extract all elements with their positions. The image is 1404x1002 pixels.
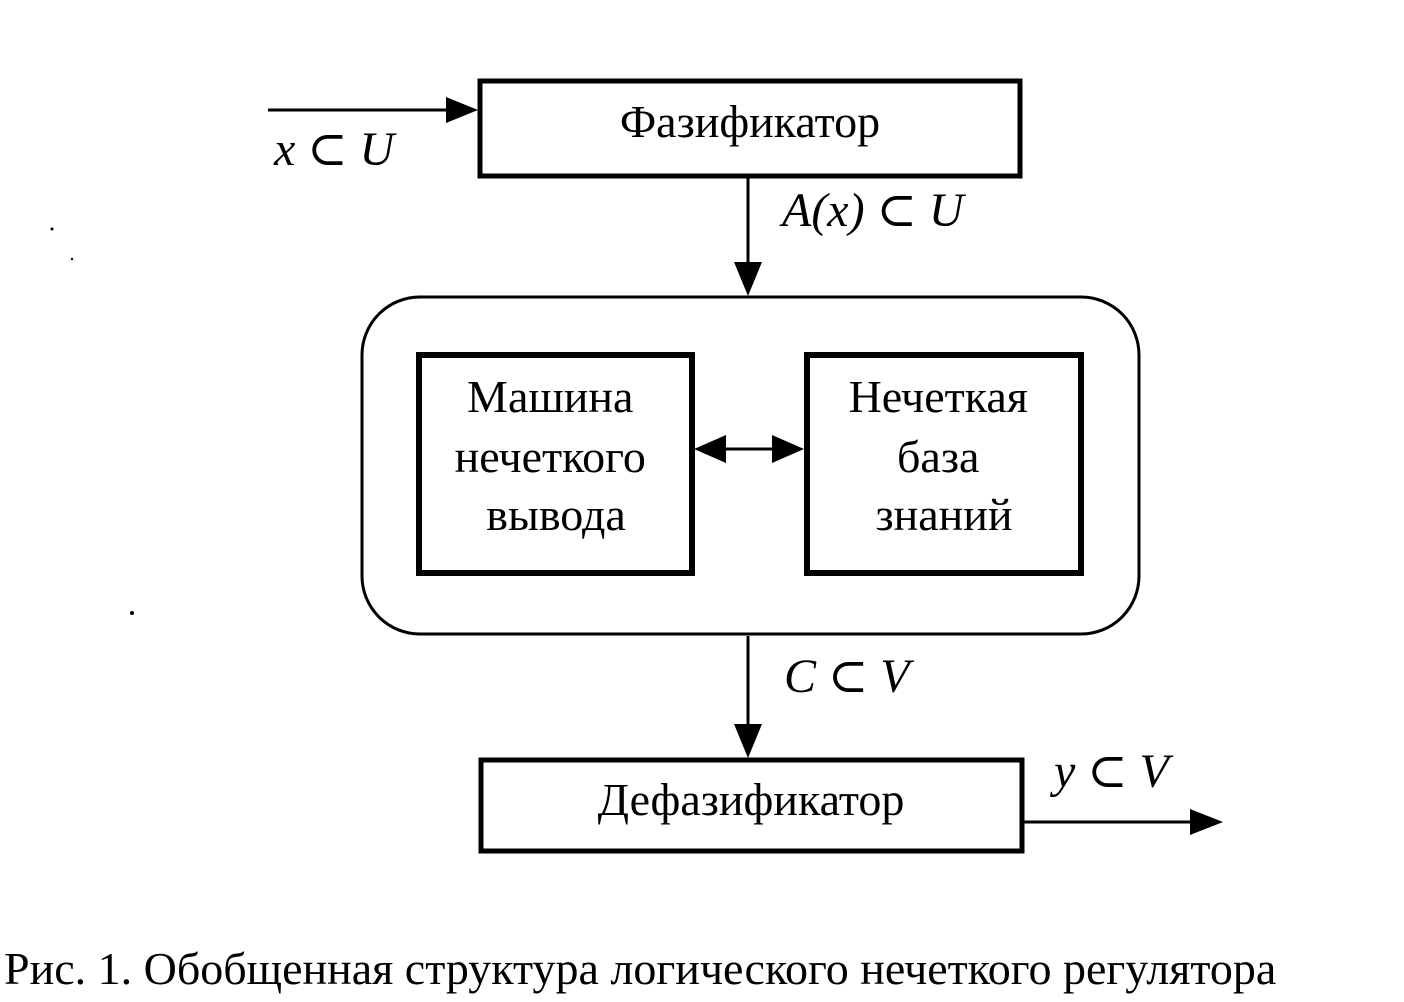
input-arrow [268,97,478,123]
knowledge-base-label: Нечеткая база знаний [849,371,1040,540]
defuzzifier-block: Дефазификатор [478,757,1025,854]
output-signal-label: y ⊂ V [1049,745,1174,798]
scan-speck [70,257,74,261]
scan-speck [50,227,54,231]
fuzzified-signal-label: A(x) ⊂ U [779,184,967,237]
knowledge-base-line-3: знаний [875,489,1012,540]
scan-speck [130,611,134,615]
inferred-arrow [734,636,762,758]
fuzzifier-block: Фазификатор [477,78,1023,179]
inference-engine-label: Машина нечеткого вывода [455,371,658,540]
inference-engine-line-3: вывода [486,489,626,540]
fuzzifier-label: Фазификатор [620,96,880,147]
figure-caption: Рис. 1. Обобщенная структура логического… [4,943,1276,994]
inference-engine-line-2: нечеткого [455,431,646,482]
input-signal-label: x ⊂ U [273,123,398,176]
knowledge-base-block: Нечеткая база знаний [804,352,1084,576]
knowledge-base-line-2: база [897,431,979,482]
fuzzified-arrow [734,178,762,296]
inference-engine-line-1: Машина [467,371,633,422]
bidirectional-arrow [694,435,804,463]
inference-engine-block: Машина нечеткого вывода [416,352,695,576]
knowledge-base-line-1: Нечеткая [849,371,1028,422]
inferred-signal-label: C ⊂ V [784,650,914,703]
output-arrow [1024,809,1223,835]
defuzzifier-label: Дефазификатор [598,774,905,825]
